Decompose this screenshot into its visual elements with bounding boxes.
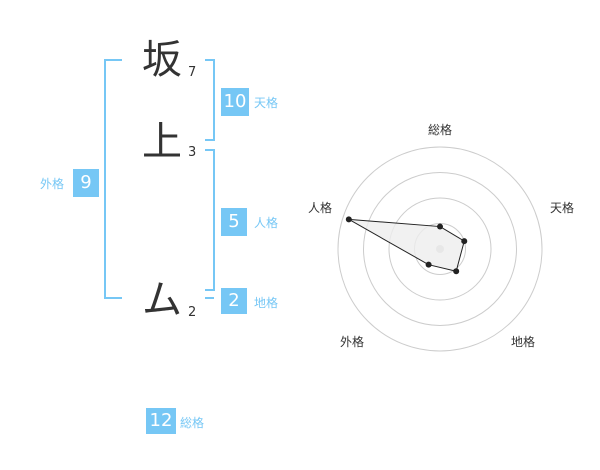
name-char-2: 上 (142, 119, 182, 165)
gaikaku-label: 外格 (40, 177, 65, 191)
radar-axis-label-tenkaku: 天格 (550, 201, 575, 215)
gaikaku-bracket (104, 59, 122, 299)
radar-point-5 (345, 216, 352, 223)
radar-axis-label-soukaku: 総格 (428, 123, 453, 137)
radar-point-1 (437, 223, 443, 230)
stroke-count-3: 2 (188, 305, 197, 320)
name-char-1: 坂 (142, 37, 182, 83)
jinkaku-label: 人格 (254, 216, 279, 230)
radar-ring-3 (363, 172, 517, 326)
chikaku-value: 2 (221, 288, 247, 314)
stroke-count-1: 7 (188, 65, 197, 80)
jinkaku-value: 5 (221, 208, 247, 236)
radar-axis-label-jinkaku: 人格 (308, 201, 333, 215)
radar-point-4 (425, 261, 432, 268)
jinkaku-bracket (205, 149, 215, 291)
tenkaku-value: 10 (221, 88, 249, 116)
gaikaku-value: 9 (73, 169, 99, 197)
radar-point-2 (461, 238, 468, 245)
soukaku-label: 総格 (180, 416, 205, 430)
stroke-count-2: 3 (188, 145, 197, 160)
radar-point-3 (453, 268, 460, 275)
soukaku-value: 12 (146, 408, 176, 434)
radar-ring-4 (337, 146, 543, 352)
radar-axis-label-gaikaku: 外格 (340, 335, 365, 349)
tenkaku-bracket (205, 59, 215, 141)
chikaku-label: 地格 (254, 296, 279, 310)
radar-ring-2 (388, 197, 492, 301)
tenkaku-label: 天格 (254, 96, 279, 110)
radar-polygon (348, 218, 465, 272)
name-char-3: ム (142, 277, 182, 323)
radar-axis-label-chikaku: 地格 (511, 335, 536, 349)
